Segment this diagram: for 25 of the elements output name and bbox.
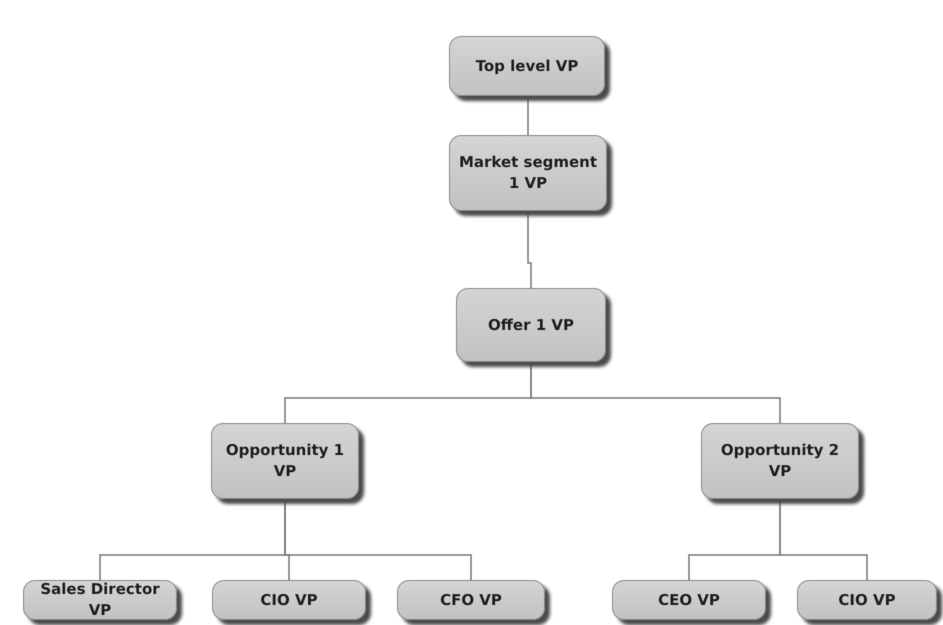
role-box [612,580,766,620]
role-title: CIO VP [259,590,319,610]
role-title: Opportunity 1 VP [224,440,346,482]
connector-line [527,96,529,135]
role-title: CEO VP [657,590,721,610]
connector-line [527,211,532,288]
role-title: Offer 1 VP [487,314,575,336]
role-title: CIO VP [837,590,897,610]
role-box [211,423,359,499]
role-box [212,580,366,620]
role-box [23,580,177,620]
role-title: Sales Director VP [39,579,161,621]
role-box [456,288,606,362]
role-title: Market segment 1 VP [458,152,598,194]
connector-line [530,362,781,423]
role-box [449,36,605,96]
role-title: Top level VP [474,56,580,76]
role-box [397,580,545,620]
connector-line [284,499,472,580]
role-box [449,135,607,211]
role-box [701,423,859,499]
role-box [797,580,937,620]
role-title: Opportunity 2 VP [720,440,840,482]
connector-line [779,499,868,580]
role-title: CFO VP [439,590,503,610]
